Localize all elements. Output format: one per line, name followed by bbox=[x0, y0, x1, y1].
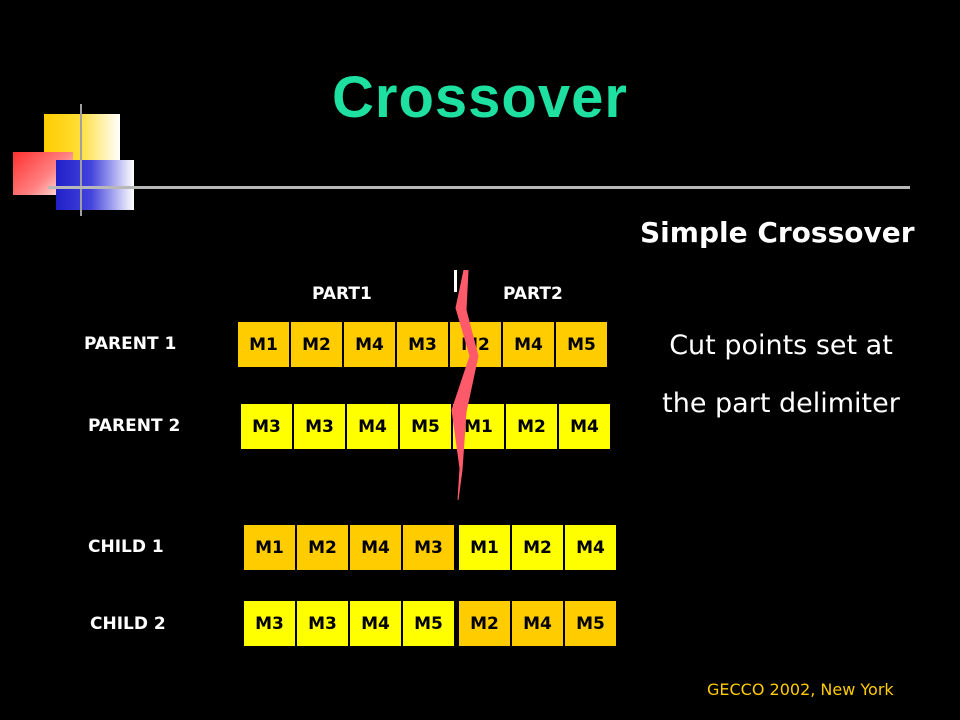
gene-cell: M4 bbox=[349, 524, 402, 571]
description-line-2: the part delimiter bbox=[662, 388, 900, 419]
chromosome-parent-1: M1 M2 M4 M3 M2 M4 M5 bbox=[237, 321, 608, 368]
gene-cell: M1 bbox=[458, 524, 511, 571]
logo-blue-square bbox=[56, 160, 134, 210]
gene-cell: M4 bbox=[558, 403, 611, 450]
description-line-1: Cut points set at bbox=[669, 330, 893, 361]
chromosome-child-2: M3 M3 M4 M5 M2 M4 M5 bbox=[243, 600, 617, 647]
row-label-parent-1: PARENT 1 bbox=[84, 334, 177, 354]
gene-cell: M2 bbox=[296, 524, 349, 571]
part2-label: PART2 bbox=[503, 284, 563, 304]
gene-cell: M4 bbox=[502, 321, 555, 368]
title-underline bbox=[48, 186, 910, 189]
row-label-parent-2: PARENT 2 bbox=[88, 416, 181, 436]
row-label-child-2: CHILD 2 bbox=[90, 614, 166, 634]
part1-label: PART1 bbox=[312, 284, 372, 304]
gene-cell: M1 bbox=[243, 524, 296, 571]
gene-cell: M3 bbox=[296, 600, 349, 647]
gene-cell: M2 bbox=[505, 403, 558, 450]
chromosome-child-1: M1 M2 M4 M3 M1 M2 M4 bbox=[243, 524, 617, 571]
footer-text: GECCO 2002, New York bbox=[707, 680, 894, 699]
chromosome-parent-2: M3 M3 M4 M5 M1 M2 M4 bbox=[240, 403, 611, 450]
gene-cell: M3 bbox=[243, 600, 296, 647]
gene-cell: M3 bbox=[293, 403, 346, 450]
gene-cell: M2 bbox=[290, 321, 343, 368]
gene-cell: M2 bbox=[511, 524, 564, 571]
gene-cell: M5 bbox=[399, 403, 452, 450]
logo-vertical-line bbox=[80, 104, 82, 216]
gene-cell: M2 bbox=[458, 600, 511, 647]
gene-cell: M5 bbox=[555, 321, 608, 368]
gene-cell: M3 bbox=[402, 524, 455, 571]
cut-point-bolt bbox=[451, 270, 479, 500]
gene-cell: M5 bbox=[564, 600, 617, 647]
gene-cell: M5 bbox=[402, 600, 455, 647]
gene-cell: M3 bbox=[240, 403, 293, 450]
gene-cell: M4 bbox=[349, 600, 402, 647]
slide-subtitle: Simple Crossover bbox=[640, 216, 915, 249]
gene-cell: M4 bbox=[343, 321, 396, 368]
part-delimiter-marker bbox=[454, 270, 457, 292]
gene-cell: M4 bbox=[564, 524, 617, 571]
slide-title: Crossover bbox=[332, 65, 628, 130]
row-label-child-1: CHILD 1 bbox=[88, 537, 164, 557]
gene-cell: M4 bbox=[511, 600, 564, 647]
gene-cell: M4 bbox=[346, 403, 399, 450]
gene-cell: M1 bbox=[237, 321, 290, 368]
gene-cell: M3 bbox=[396, 321, 449, 368]
